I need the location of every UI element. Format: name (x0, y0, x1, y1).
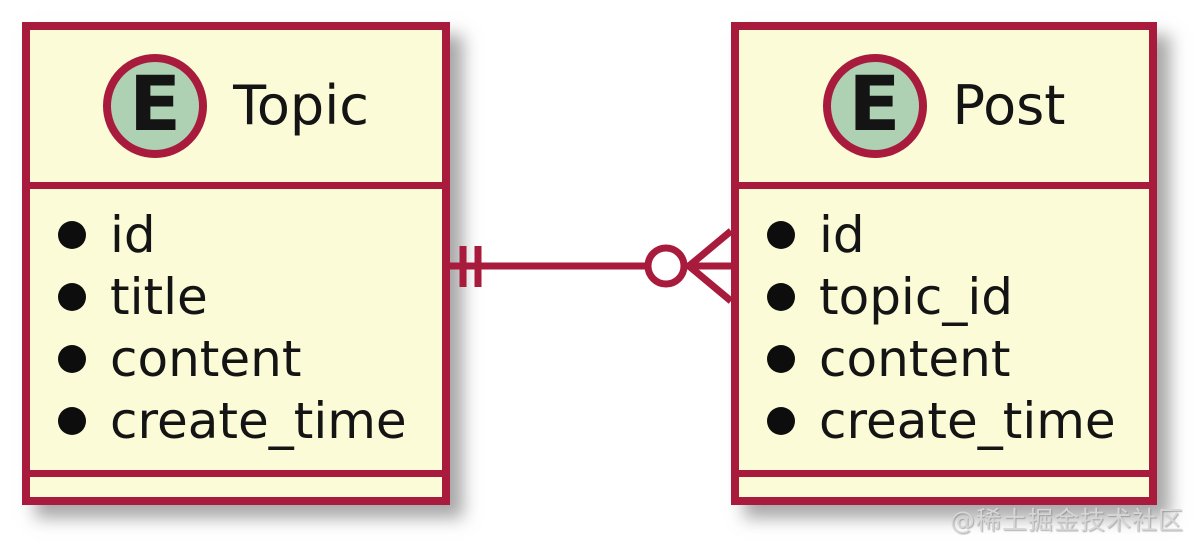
field-row: create_time (58, 390, 442, 452)
field-name: id (110, 206, 156, 264)
field-bullet-icon (58, 345, 86, 373)
entity-name: Post (952, 74, 1066, 137)
entity-topic-footer (30, 477, 442, 497)
entity-post-footer (739, 477, 1149, 497)
compartment-separator (30, 182, 442, 189)
field-row: id (767, 204, 1149, 266)
entity-post: E Post id topic_id content create_time (731, 22, 1157, 505)
field-row: title (58, 266, 442, 328)
entity-stereotype-icon: E (822, 54, 927, 158)
field-bullet-icon (767, 407, 795, 435)
cardinality-zero-or-many-marker (644, 228, 734, 304)
field-name: topic_id (819, 268, 1013, 326)
entity-post-fields: id topic_id content create_time (739, 189, 1149, 470)
field-name: content (819, 330, 1011, 388)
field-name: create_time (819, 392, 1116, 450)
field-row: id (58, 204, 442, 266)
field-bullet-icon (767, 345, 795, 373)
field-bullet-icon (767, 221, 795, 249)
compartment-separator (30, 470, 442, 477)
entity-topic-header: E Topic (30, 30, 442, 182)
field-bullet-icon (58, 407, 86, 435)
entity-stereotype-letter: E (848, 59, 901, 148)
field-row: create_time (767, 390, 1149, 452)
cardinality-exactly-one-marker (459, 246, 482, 287)
field-name: create_time (110, 392, 407, 450)
field-row: topic_id (767, 266, 1149, 328)
entity-stereotype-icon: E (103, 54, 208, 158)
entity-name: Topic (233, 74, 369, 137)
field-bullet-icon (58, 221, 86, 249)
compartment-separator (739, 182, 1149, 189)
field-bullet-icon (58, 283, 86, 311)
field-name: content (110, 330, 302, 388)
entity-post-header: E Post (739, 30, 1149, 182)
field-row: content (767, 328, 1149, 390)
watermark: @稀土掘金技术社区 (949, 506, 1184, 535)
entity-stereotype-letter: E (129, 59, 182, 148)
field-row: content (58, 328, 442, 390)
field-name: id (819, 206, 865, 264)
compartment-separator (739, 470, 1149, 477)
entity-topic-fields: id title content create_time (30, 189, 442, 470)
field-bullet-icon (767, 283, 795, 311)
field-name: title (110, 268, 208, 326)
entity-topic: E Topic id title content create_time (22, 22, 450, 505)
